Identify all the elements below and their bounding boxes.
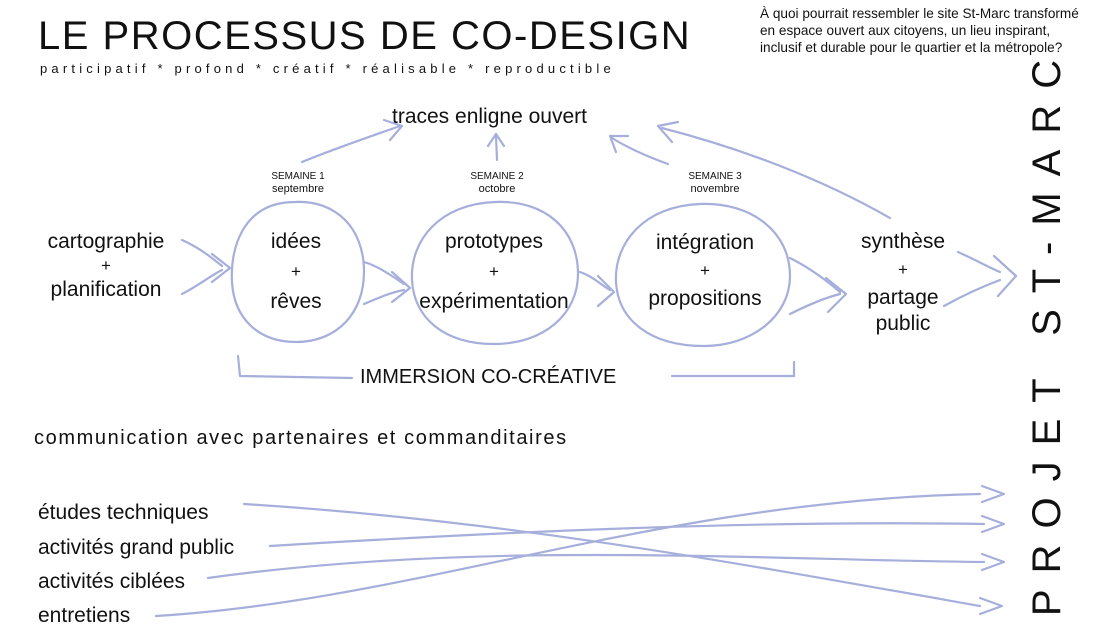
node-synthese-line3: public: [875, 312, 931, 335]
diagram-title: LE PROCESSUS DE CO-DESIGN: [38, 14, 692, 58]
node-idees-line1: idées: [270, 230, 322, 253]
week-2-heading: SEMAINE 2 octobre: [442, 171, 552, 195]
node-cartographie-line1: cartographie: [47, 230, 165, 253]
node-integration-line1: intégration: [655, 231, 755, 254]
lane-curve-ciblees: [206, 553, 986, 580]
node-traces: traces enligne ouvert: [392, 105, 587, 128]
week-3-month: novembre: [690, 183, 740, 195]
lane-arrowhead-2: [980, 514, 1006, 534]
week-3-heading: SEMAINE 3 novembre: [660, 171, 770, 195]
node-cartographie-plus: +: [101, 256, 111, 275]
arrowhead-project: [992, 254, 1018, 298]
arrowhead-week2: [390, 270, 412, 304]
arrow-week1-to-traces: [300, 124, 402, 164]
arrow-week1-to-week2: [362, 260, 406, 306]
arrowhead-week1: [210, 252, 232, 284]
arrow-week3-to-traces: [610, 136, 670, 166]
arrow-week2-to-traces: [494, 134, 499, 162]
lane-entretiens: entretiens: [38, 604, 131, 627]
arrowhead-traces-middle: [486, 132, 506, 148]
circle-week-1: [230, 200, 366, 344]
diagram-subtitle: participatif * profond * créatif * réali…: [40, 61, 615, 76]
node-synthese-plus: +: [898, 260, 908, 279]
arrowhead-traces-far: [656, 120, 680, 144]
node-synthese-line1: synthèse: [860, 230, 946, 253]
week-2-month: octobre: [478, 183, 516, 195]
lane-arrowhead-3: [980, 552, 1006, 572]
week-1-month: septembre: [272, 183, 324, 195]
guiding-question: À quoi pourrait ressembler le site St-Ma…: [760, 6, 1079, 55]
week-1-heading: SEMAINE 1 septembre: [243, 171, 353, 195]
arrow-synthesis-to-project: [942, 250, 1002, 308]
arrow-week3-to-synthesis: [788, 256, 842, 316]
arrowhead-week3: [596, 274, 616, 308]
node-cartographie: cartographie + planification: [36, 229, 176, 303]
lane-arrowhead-1: [980, 484, 1006, 504]
node-idees-line2: rêves: [270, 290, 322, 313]
lane-activites-ciblees: activités ciblées: [38, 570, 186, 593]
arrow-left-to-week1: [180, 238, 224, 268]
node-prototypes-line2: expérimentation: [419, 290, 569, 313]
immersion-bracket: [236, 354, 796, 380]
node-prototypes-line1: prototypes: [444, 230, 544, 253]
arrowhead-traces-left: [382, 118, 404, 142]
immersion-label: IMMERSION CO-CRÉATIVE: [360, 366, 617, 388]
arrowhead-traces-right: [608, 134, 630, 154]
node-integration-plus: +: [700, 261, 710, 280]
week-3-label: SEMAINE 3: [688, 171, 742, 182]
node-idees: idées + rêves: [246, 229, 346, 315]
week-1-label: SEMAINE 1: [271, 171, 325, 182]
communication-label: communication avec partenaires et comman…: [34, 427, 568, 449]
arrow-left-to-week1-lower: [180, 268, 224, 296]
week-2-label: SEMAINE 2: [470, 171, 524, 182]
node-synthese: synthèse + partage public: [848, 229, 958, 337]
node-cartographie-line2: planification: [50, 278, 162, 301]
project-label: PROJET ST-MARC: [1025, 43, 1069, 617]
node-prototypes: prototypes + expérimentation: [408, 229, 580, 315]
circle-week-3: [614, 202, 792, 348]
lane-arrowhead-4: [978, 596, 1004, 616]
node-idees-plus: +: [291, 262, 301, 281]
lane-curve-entretiens: [154, 492, 982, 618]
node-synthese-line2: partage: [867, 286, 939, 309]
arrow-synthesis-to-traces: [660, 126, 892, 220]
lane-curve-etudes: [242, 502, 982, 608]
node-integration-line2: propositions: [648, 287, 762, 310]
lane-activites-grand-public: activités grand public: [38, 536, 235, 559]
lane-curve-grand-public: [268, 522, 986, 548]
arrowhead-synthesis: [824, 276, 848, 314]
circle-week-2: [410, 200, 580, 346]
arrow-week2-to-week3: [578, 270, 612, 292]
node-prototypes-plus: +: [489, 262, 499, 281]
node-integration: intégration + propositions: [630, 230, 780, 312]
lane-etudes-techniques: études techniques: [38, 501, 209, 524]
